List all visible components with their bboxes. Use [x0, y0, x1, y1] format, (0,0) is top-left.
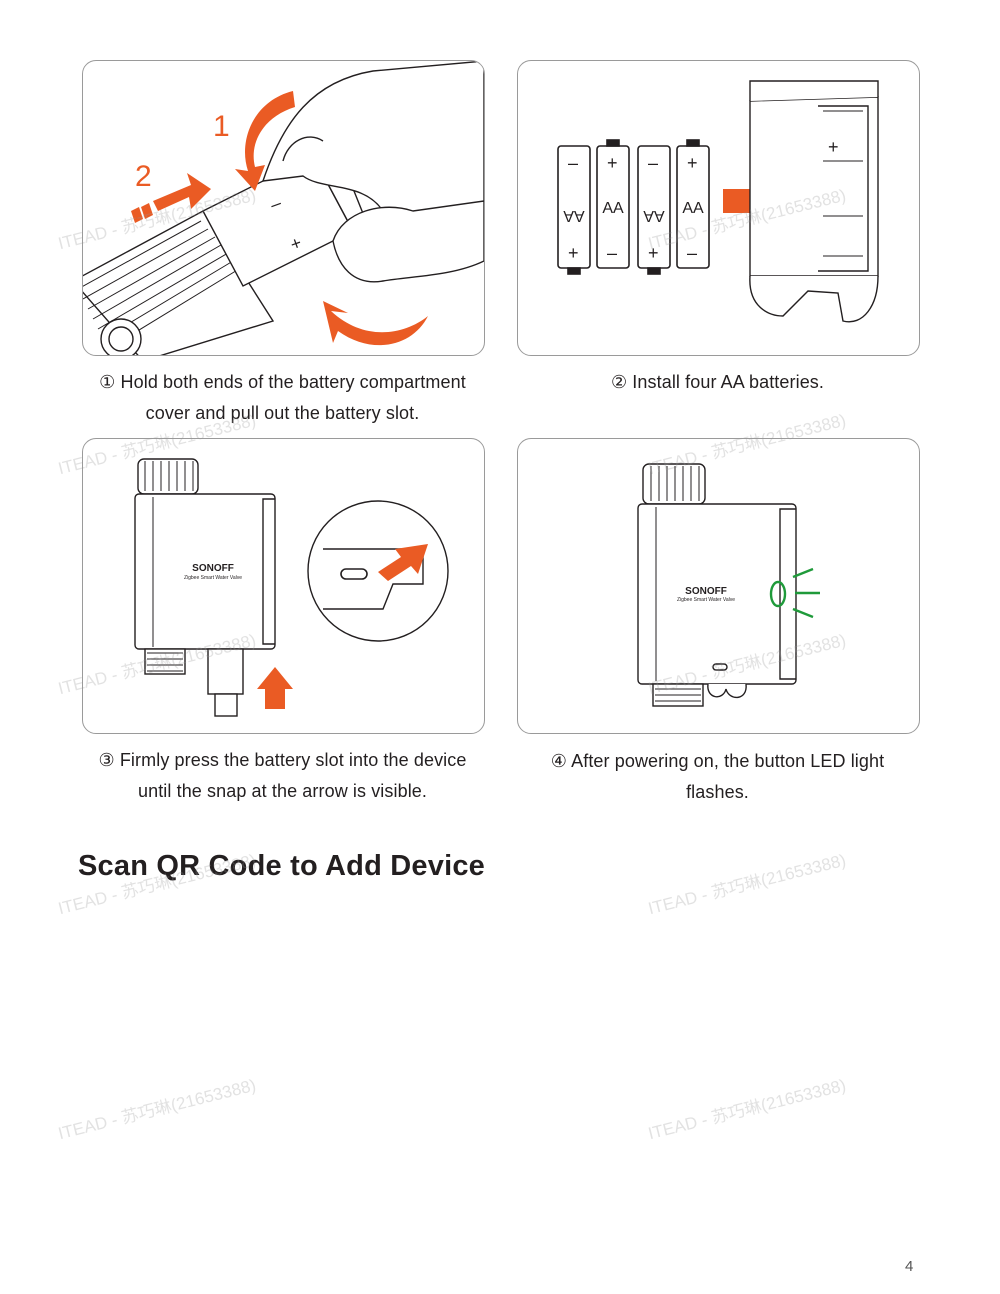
- pull-arrow-1: [235, 91, 295, 191]
- battery-label: AA: [643, 207, 665, 224]
- step3-illustration: SONOFF Zigbee Smart Water Valve: [82, 438, 485, 734]
- device-model: Zigbee Smart Water Valve: [184, 575, 242, 581]
- watermark: ITEAD - 苏巧琳(21653388): [646, 850, 848, 919]
- svg-text:–: –: [568, 153, 578, 173]
- port-arrow: [378, 544, 428, 581]
- svg-text:+: +: [687, 153, 698, 173]
- step2-caption: ② Install four AA batteries.: [510, 367, 925, 398]
- watermark: ITEAD - 苏巧琳(21653388): [56, 1075, 258, 1144]
- svg-text:–: –: [607, 243, 617, 263]
- step2-caption-line1: ② Install four AA batteries.: [610, 372, 825, 392]
- step3-caption-line2: until the snap at the arrow is visible.: [137, 781, 428, 801]
- up-arrow: [257, 667, 293, 709]
- valve-device: [637, 463, 797, 707]
- battery-2: + – AA: [596, 139, 630, 269]
- battery-label: AA: [602, 200, 624, 217]
- step1-illustration: – + 1 2: [82, 60, 485, 356]
- step4-illustration: SONOFF Zigbee Smart Water Valve: [517, 438, 920, 734]
- device-model: Zigbee Smart Water Valve: [677, 597, 735, 603]
- hand-drawing: [261, 61, 484, 283]
- battery-1: – + AA: [557, 145, 591, 275]
- step3-caption: ③ Firmly press the battery slot into the…: [72, 745, 493, 807]
- svg-text:–: –: [648, 153, 658, 173]
- rotate-arrow: [323, 301, 428, 346]
- step2-illustration: – + AA + – AA – + AA + –: [517, 60, 920, 356]
- battery-holder: +: [749, 80, 879, 323]
- battery-3: – + AA: [637, 145, 671, 275]
- svg-text:+: +: [568, 243, 579, 263]
- page-number: 4: [905, 1258, 914, 1275]
- section-title: Scan QR Code to Add Device: [78, 850, 485, 882]
- step1-caption: ① Hold both ends of the battery compartm…: [72, 367, 493, 429]
- led-light-icon: [769, 567, 820, 619]
- step4-caption-line2: flashes.: [686, 782, 749, 802]
- svg-text:+: +: [828, 137, 839, 157]
- step1-caption-line2: cover and pull out the battery slot.: [145, 403, 420, 423]
- svg-text:–: –: [687, 243, 697, 263]
- step-number-2: 2: [135, 160, 152, 193]
- step4-caption-line1: ④ After powering on, the button LED ligh…: [550, 751, 885, 771]
- step4-caption: ④ After powering on, the button LED ligh…: [510, 746, 925, 808]
- detail-magnifier: [307, 500, 449, 642]
- step1-caption-line1: ① Hold both ends of the battery compartm…: [99, 372, 466, 392]
- svg-text:+: +: [607, 153, 618, 173]
- step3-caption-line1: ③ Firmly press the battery slot into the…: [98, 750, 467, 770]
- step-number-1: 1: [213, 110, 230, 143]
- svg-text:+: +: [648, 243, 659, 263]
- battery-4: + – AA: [676, 139, 710, 269]
- pull-arrow-2: [131, 173, 211, 223]
- device-brand: SONOFF: [685, 586, 727, 597]
- valve-device: [134, 458, 276, 717]
- watermark: ITEAD - 苏巧琳(21653388): [646, 1075, 848, 1144]
- battery-label: AA: [682, 200, 704, 217]
- usb-c-port: [340, 568, 368, 580]
- device-brand: SONOFF: [192, 563, 234, 574]
- battery-label: AA: [563, 207, 585, 224]
